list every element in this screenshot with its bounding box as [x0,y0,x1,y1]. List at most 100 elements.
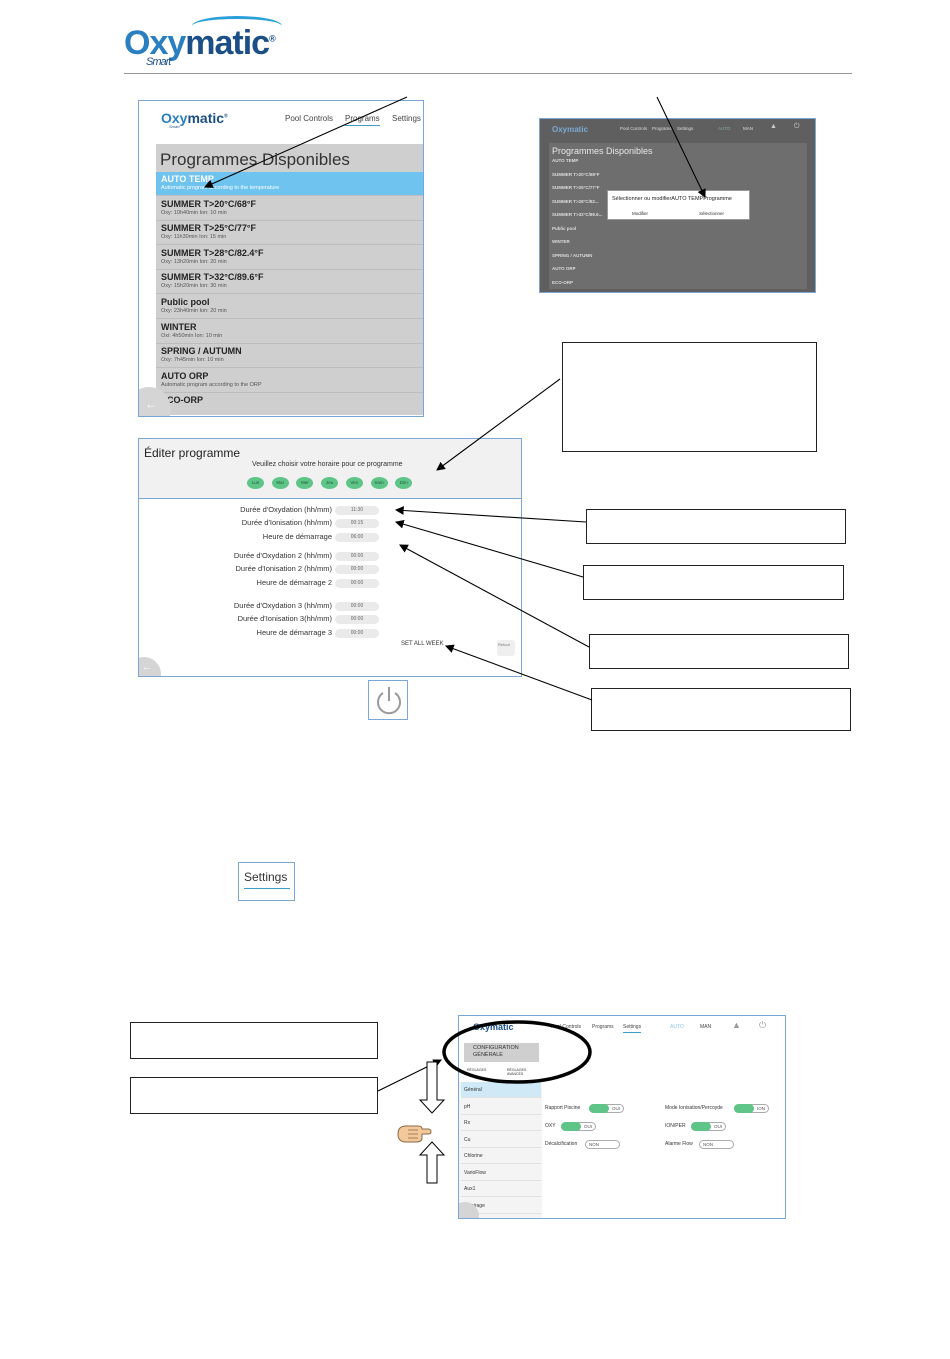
program-name: AUTO ORP [161,370,209,381]
time-field-input[interactable]: 00:00 [335,552,379,561]
dialog-list-item[interactable]: ECO-ORP [552,279,574,285]
sub-tab-reglages-avances[interactable]: RÉGLAGES AVANCÉS [507,1068,527,1076]
time-field-input[interactable]: 00:00 [335,629,379,638]
config-general-tab[interactable]: CONFIGURATION GÉNÉRALE [464,1043,539,1062]
header-divider [124,73,852,74]
settings-nav-pool[interactable]: Pool Controls [551,1024,582,1030]
logo-reg: ® [269,33,276,44]
settings-sidebar-item[interactable]: Cu [461,1132,541,1148]
time-field-input[interactable]: 11:30 [335,506,379,515]
time-field-input[interactable]: 00:15 [335,519,379,528]
programs-title: Programmes Disponibles [160,150,350,169]
settings-tab-button[interactable]: Settings [238,862,295,901]
dialog-nav-programs[interactable]: Programs [652,126,672,131]
dialog-nav-pool[interactable]: Pool Controls [620,126,648,131]
dialog-list-item[interactable]: SUMMER T>20°C/68°F [552,171,600,177]
setting-toggle[interactable]: OUI [691,1122,726,1131]
dialog-list-item[interactable]: WINTER [552,239,570,244]
dialog-power-icon[interactable]: ⏻ [794,123,800,130]
power-button[interactable] [368,680,408,720]
settings-mode-man[interactable]: MAN [700,1024,712,1030]
setting-toggle[interactable]: ION [734,1104,769,1113]
dialog-list-item[interactable]: AUTO TEMP [552,158,579,163]
settings-nav-programs[interactable]: Programs [592,1024,614,1030]
program-item[interactable]: ECO-ORP [156,393,423,416]
time-field-input[interactable]: 00:00 [335,579,379,588]
dialog-list-item[interactable]: AUTO ORP [552,266,576,271]
setting-toggle[interactable]: OUI [589,1104,624,1113]
time-field-label: Durée d'Oxydation 3 (hh/mm) [233,601,332,610]
program-desc: Oxy: 11h30min Ion: 15 min [161,234,227,241]
setting-toggle[interactable]: OUI [561,1122,596,1131]
setting-label: OXY [545,1123,556,1129]
editor-back-button[interactable] [139,657,161,676]
dialog-nav-settings[interactable]: Settings [677,126,694,131]
day-toggle[interactable]: Mer [296,477,314,489]
settings-sidebar-item[interactable]: pH [461,1099,541,1115]
day-toggle[interactable]: Jeu [321,477,339,489]
time-field-input[interactable]: 06:00 [335,533,379,542]
program-name: SUMMER T>20°C/68°F [161,198,256,209]
dialog-mode-auto[interactable]: AUTO [718,126,731,131]
logo-smart: Smart [146,56,171,68]
nav-programs[interactable]: Programs [345,114,380,126]
settings-tab-underline [244,888,290,889]
settings-sidebar-item[interactable]: Général [461,1082,541,1098]
dialog-list-item[interactable]: SUMMER T>28°C/82... [552,198,599,204]
dialog-modify-button[interactable]: Modifier [632,211,649,216]
callout-ionisation [583,565,844,600]
settings-mode-auto[interactable]: AUTO [670,1024,684,1030]
time-field-label: Durée d'Oxydation (hh/mm) [240,505,332,514]
dialog-list-item[interactable]: SPRING / AUTUMN [552,252,593,258]
dialog-list-item[interactable]: SUMMER T>32°C/89.6... [552,212,603,217]
set-all-week-button[interactable]: SET ALL WEEK [401,641,444,647]
setting-toggle[interactable]: NON [699,1140,734,1149]
nav-pool-controls[interactable]: Pool Controls [285,114,334,123]
time-field-input[interactable]: 00:00 [335,602,379,611]
nav-settings[interactable]: Settings [392,114,421,123]
toggle-state: OUI [612,1106,621,1111]
dialog-select-button[interactable]: Sélectionner [699,211,725,216]
sub-tab-reglages[interactable]: RÉGLAGES [467,1068,487,1072]
time-field-input[interactable]: 00:00 [335,615,379,624]
settings-sidebar-item[interactable]: Aux1 [461,1181,541,1197]
dialog-list-item[interactable]: Public pool [552,225,577,231]
settings-bell-icon[interactable]: ▲ [732,1020,741,1030]
config-title-line2: GÉNÉRALE [473,1052,503,1058]
settings-power-icon[interactable]: ⏻ [759,1020,767,1030]
editor-subtitle: Veuillez choisir votre horaire pour ce p… [252,461,403,468]
time-field-input[interactable]: 00:00 [335,565,379,574]
hand-pointer-icon [396,1122,432,1144]
setting-label: Mode Ionisation/Percoyde [665,1105,723,1111]
dialog-mode-man[interactable]: MAN [743,126,753,131]
logo-oxy: Oxy [124,24,186,62]
setting-toggle[interactable]: NON [585,1140,620,1149]
day-toggle[interactable]: Lun [247,477,264,489]
day-toggle[interactable]: Mar [271,477,289,489]
program-name: AUTO TEMP [161,174,214,184]
settings-sidebar-item[interactable]: Chlorine [461,1148,541,1164]
time-field-label: Durée d'Ionisation (hh/mm) [241,518,332,527]
dialog-list-item[interactable]: SUMMER T>25°C/77°F [552,185,600,190]
settings-sidebar-item[interactable]: Rx [461,1115,541,1131]
retour-button[interactable]: Retour [497,640,515,656]
dialog-message: Sélectionner ou modifierAUTO TEMPProgram… [612,196,732,202]
day-toggle[interactable]: Sam [370,477,388,489]
day-toggle[interactable]: Dim [395,477,413,489]
settings-nav-settings[interactable]: Settings [623,1024,642,1033]
settings-sidebar-item[interactable]: VarioFlow [461,1165,541,1181]
day-toggle[interactable]: Ven [345,477,363,489]
editor-title: Éditer programme [144,446,241,460]
dialog-bell-icon[interactable]: ▲ [770,123,777,130]
program-desc: Oxy: 23h40min Ion: 20 min [161,308,227,314]
settings-back-button[interactable] [459,1202,479,1218]
